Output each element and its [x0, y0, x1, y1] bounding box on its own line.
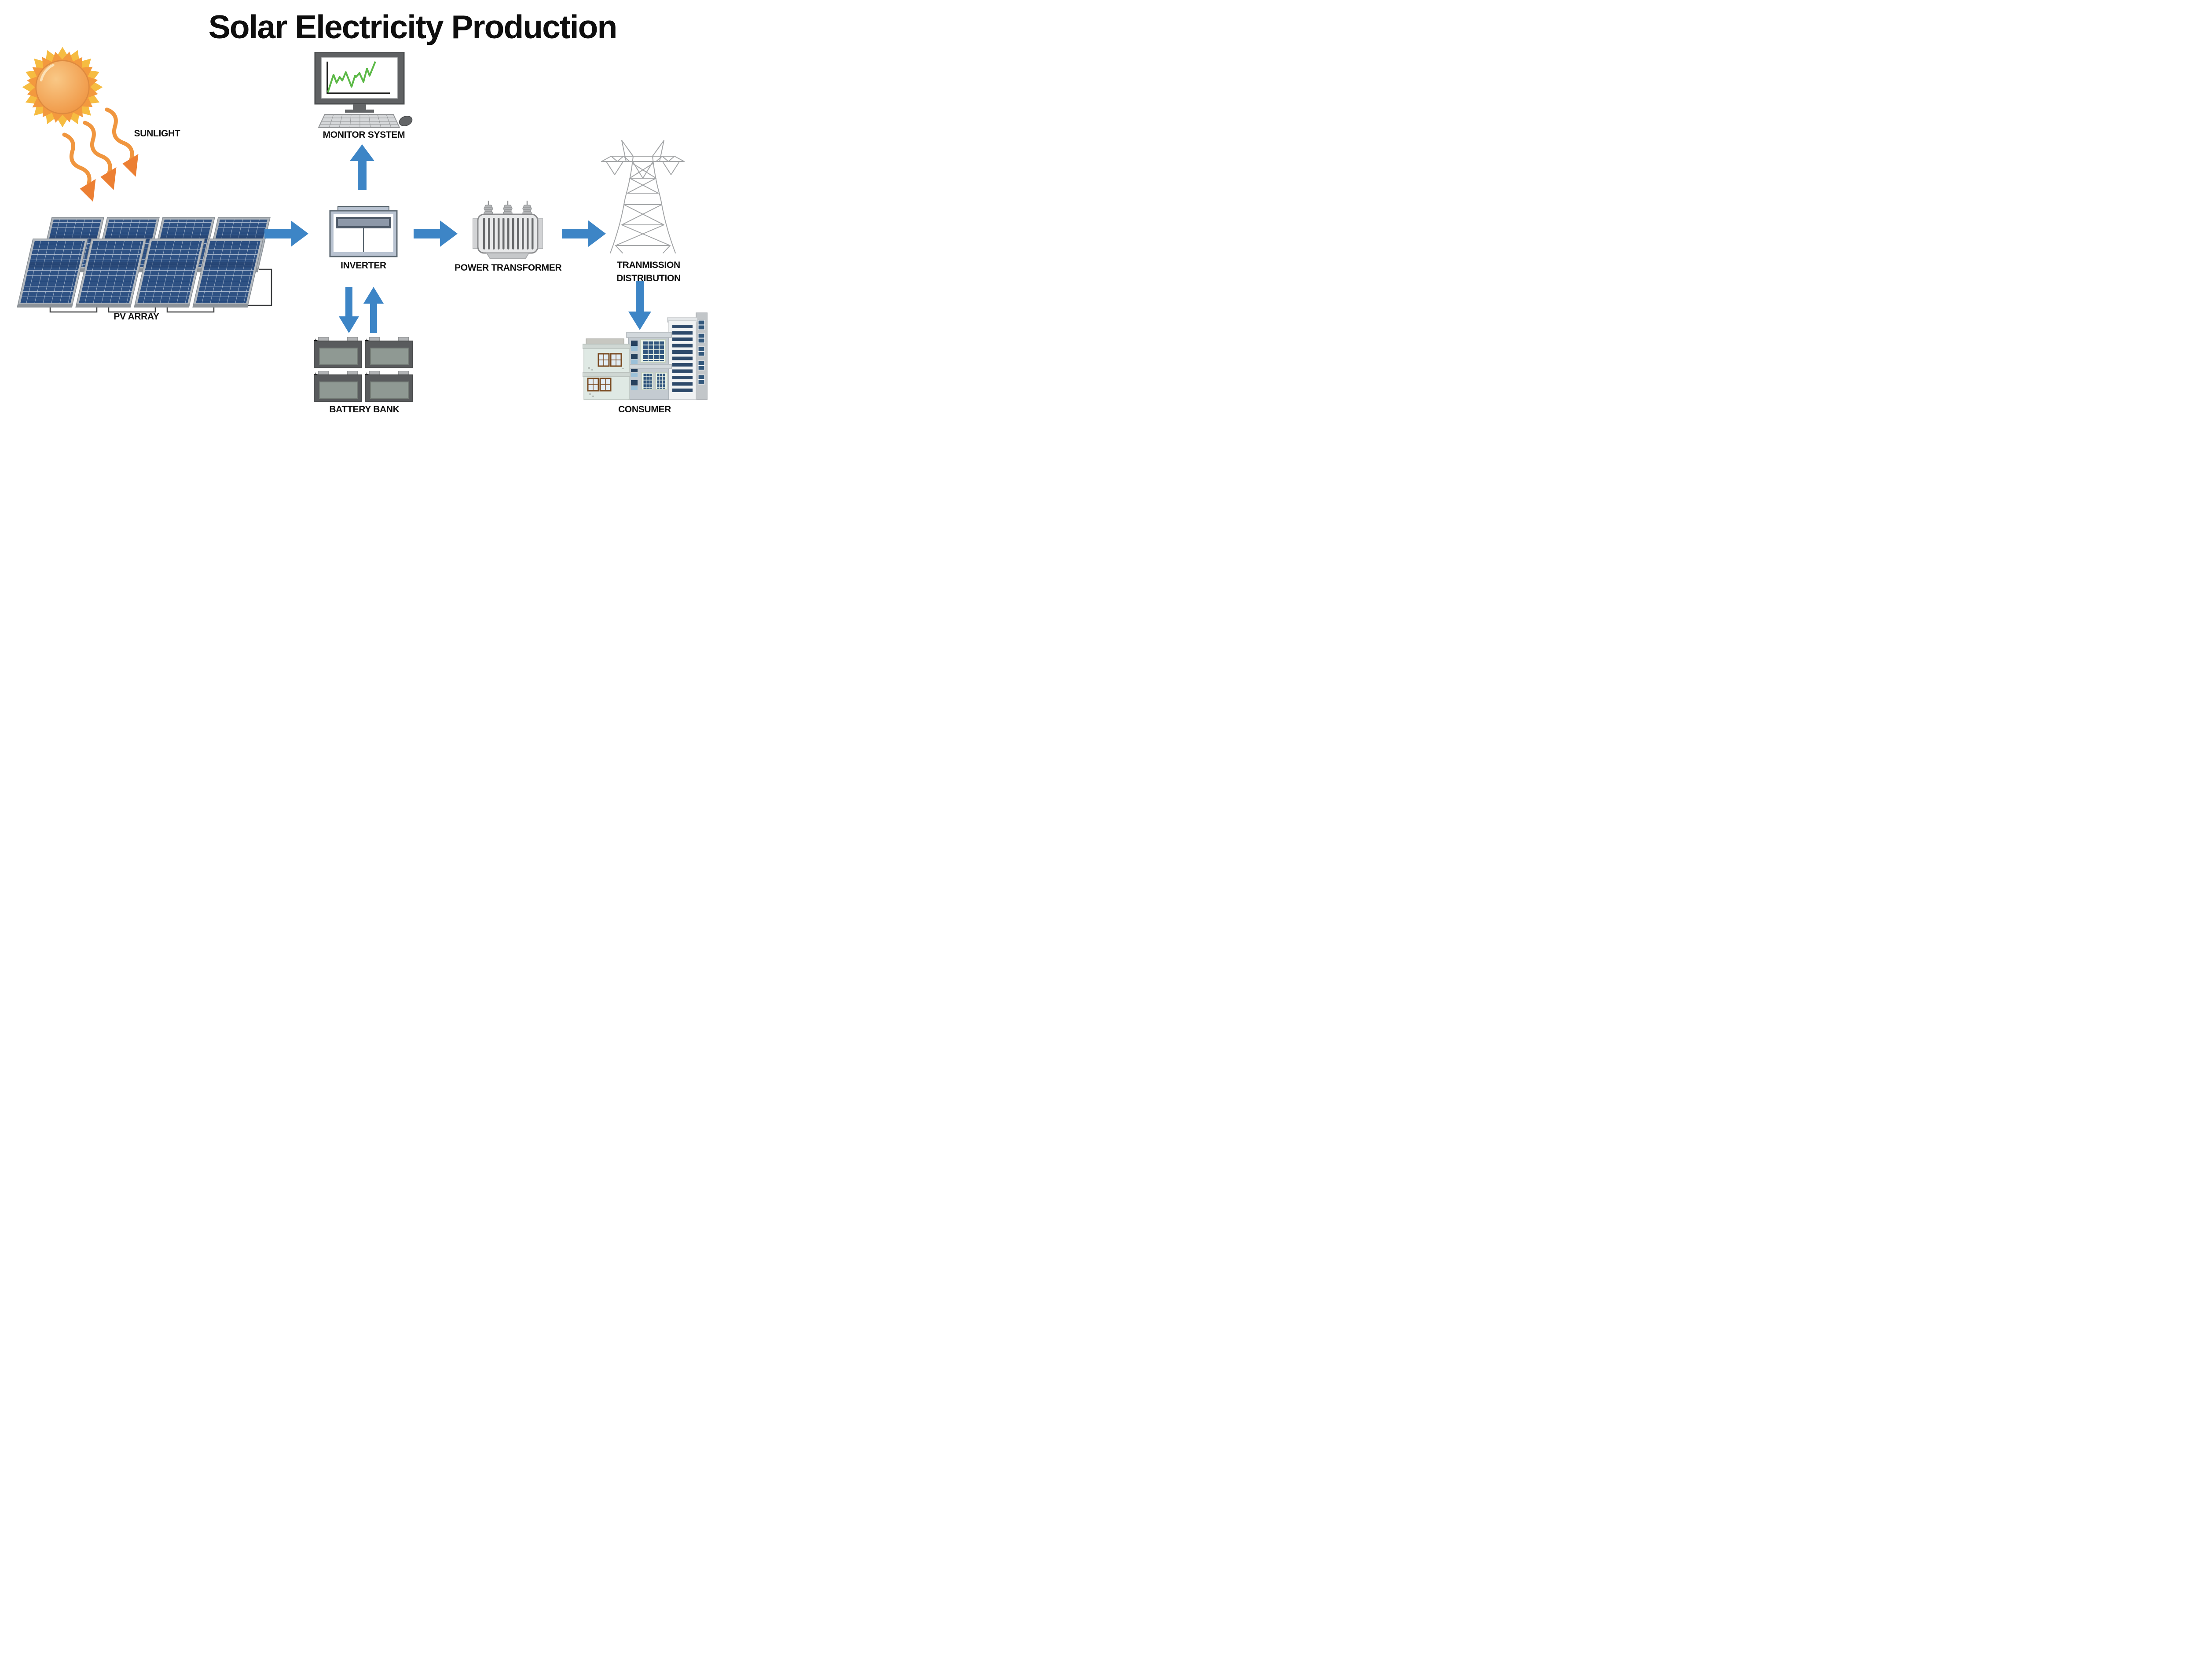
pv-front-row [17, 238, 264, 308]
battery: + − [365, 337, 413, 368]
flow-arrow-inverter-to-monitor [350, 144, 374, 190]
desktop-computer-chart-icon [314, 52, 413, 128]
transformer-base [486, 253, 530, 259]
sun-highlight [40, 63, 55, 82]
transmission-label-line2: DISTRIBUTION [616, 273, 681, 283]
flow-arrow-pv-to-inverter [264, 220, 308, 247]
transformer-ribs [483, 218, 534, 249]
battery: + − [314, 337, 362, 368]
city-buildings-icon [583, 312, 708, 400]
battery: + − [314, 371, 362, 402]
pv-array-label: PV ARRAY [114, 312, 159, 322]
sunray-1 [62, 132, 96, 202]
flow-arrow-transformer-to-transmission [562, 220, 606, 247]
sunray-3 [105, 107, 139, 177]
page-title: Solar Electricity Production [208, 8, 618, 45]
flow-arrow-transmission-to-consumer [628, 281, 651, 330]
chart-line [327, 61, 376, 93]
chart-axes [326, 62, 390, 94]
battery-panel [370, 348, 409, 365]
monitor-base [345, 110, 374, 113]
battery: + − [365, 371, 413, 402]
solar-panel-array-icon [17, 217, 272, 313]
mouse-icon [399, 116, 413, 126]
inverter-cabinet-icon [329, 206, 398, 257]
building-white-tower [667, 317, 698, 400]
battery-panel [319, 381, 358, 399]
battery-bank-label: BATTERY BANK [329, 404, 400, 414]
building-far-tower [696, 312, 708, 400]
transmission-label-line1: TRANMISSION [617, 260, 680, 270]
flow-arrow-inverter-to-battery [339, 287, 359, 333]
monitor-system-label: MONITOR SYSTEM [323, 130, 405, 140]
keyboard-keys [320, 114, 398, 128]
diagram-canvas: Solar Electricity Production SUNLIGHT [0, 0, 710, 420]
flow-arrow-inverter-to-transformer [414, 220, 458, 247]
inverter-label: INVERTER [341, 260, 386, 271]
sunray-2 [83, 121, 117, 190]
sunlight-label: SUNLIGHT [134, 128, 180, 139]
building-gray-mid [626, 332, 672, 400]
building-mint [583, 338, 631, 400]
power-transformer-label: POWER TRANSFORMER [455, 263, 562, 273]
keyboard-icon [318, 114, 400, 128]
battery-panel [319, 348, 358, 365]
sun-disc [35, 60, 90, 114]
wavy-sunray-arrow-icon [62, 107, 139, 202]
flow-arrow-battery-to-inverter [363, 287, 384, 333]
battery-bank: + − + − + − + − [314, 337, 413, 402]
transformer-bushings [484, 201, 532, 215]
monitor-stand [353, 104, 366, 110]
transformer-icon [473, 201, 543, 259]
battery-panel [370, 381, 409, 399]
sun-icon [22, 47, 103, 128]
consumer-label: CONSUMER [618, 404, 671, 414]
transmission-tower-icon [601, 140, 685, 253]
